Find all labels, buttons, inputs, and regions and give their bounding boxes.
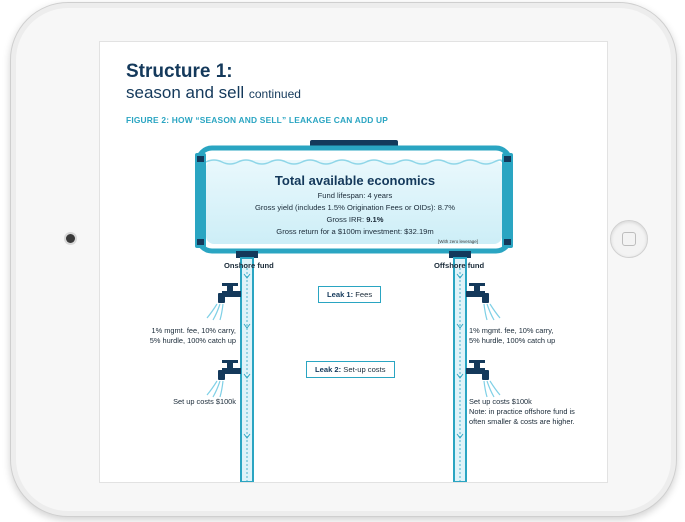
bolt-icon — [197, 156, 204, 162]
offshore-fees-line: 1% mgmt. fee, 10% carry, — [469, 326, 554, 335]
tank-line: Fund lifespan: 4 years — [317, 191, 393, 200]
leak-2-text: Set-up costs — [343, 365, 386, 374]
leak-1-box: Leak 1: Fees — [318, 286, 382, 303]
water-surface — [205, 159, 503, 165]
irr-value: 9.1% — [366, 215, 384, 224]
offshore-setup-note: often smaller & costs are higher. — [469, 417, 575, 426]
page-subtitle: season and sell continued — [126, 83, 301, 103]
onshore-setup: Set up costs $100k — [173, 397, 236, 406]
offshore-fund-label: Offshore fund — [434, 261, 485, 270]
tank-water — [206, 160, 502, 244]
tap-icon — [466, 360, 501, 398]
tap-icon — [466, 283, 501, 321]
tablet-frame: Structure 1: season and sell continued F… — [10, 2, 677, 517]
leak-1-label: Leak 1: — [327, 290, 354, 299]
outlet-onshore — [236, 251, 258, 258]
camera-icon — [66, 234, 75, 243]
onshore-fees: 1% mgmt. fee, 10% carry, 5% hurdle, 100%… — [126, 326, 236, 346]
bolt-icon — [504, 239, 511, 245]
figure-caption: FIGURE 2: HOW “SEASON AND SELL” LEAKAGE … — [126, 115, 389, 125]
screen: Structure 1: season and sell continued F… — [99, 41, 608, 483]
tank-bracket-right — [502, 153, 513, 248]
tank-title: Total available economics — [274, 173, 436, 188]
onshore-fees-line: 1% mgmt. fee, 10% carry, — [151, 326, 236, 335]
offshore-setup: Set up costs $100k Note: in practice off… — [469, 397, 604, 427]
subtitle-text: season and sell — [126, 83, 245, 102]
page-title: Structure 1: — [126, 61, 233, 82]
onshore-pipe — [240, 257, 254, 482]
diagram-graphics — [195, 140, 513, 482]
tank-line-irr: Gross IRR: 9.1% — [230, 215, 480, 224]
offshore-pipe — [453, 257, 467, 482]
offshore-setup-note: Note: in practice offshore fund is — [469, 407, 575, 416]
tap-icon — [206, 283, 241, 321]
outlet-offshore — [449, 251, 471, 258]
leak-2-label: Leak 2: — [315, 365, 342, 374]
offshore-fees-line: 5% hurdle, 100% catch up — [469, 336, 556, 345]
offshore-setup-line: Set up costs $100k — [469, 397, 532, 406]
home-button[interactable] — [610, 220, 648, 258]
irr-label: Gross IRR: — [326, 215, 365, 224]
tank-note: [With zero leverage] — [438, 239, 479, 244]
tank-line: Gross return for a $100m investment: $32… — [276, 227, 434, 236]
onshore-fund-label: Onshore fund — [224, 261, 274, 270]
bolt-icon — [197, 239, 204, 245]
leak-2-box: Leak 2: Set-up costs — [306, 361, 395, 378]
leak-1-text: Fees — [355, 290, 373, 299]
offshore-fees: 1% mgmt. fee, 10% carry, 5% hurdle, 100%… — [469, 326, 599, 346]
tap-icon — [206, 360, 241, 398]
bolt-icon — [504, 156, 511, 162]
tank-bracket-left — [195, 153, 206, 248]
onshore-fees-line: 5% hurdle, 100% catch up — [149, 336, 236, 345]
subtitle-suffix: continued — [248, 87, 301, 101]
tank-line: Gross yield (includes 1.5% Origination F… — [254, 203, 456, 212]
